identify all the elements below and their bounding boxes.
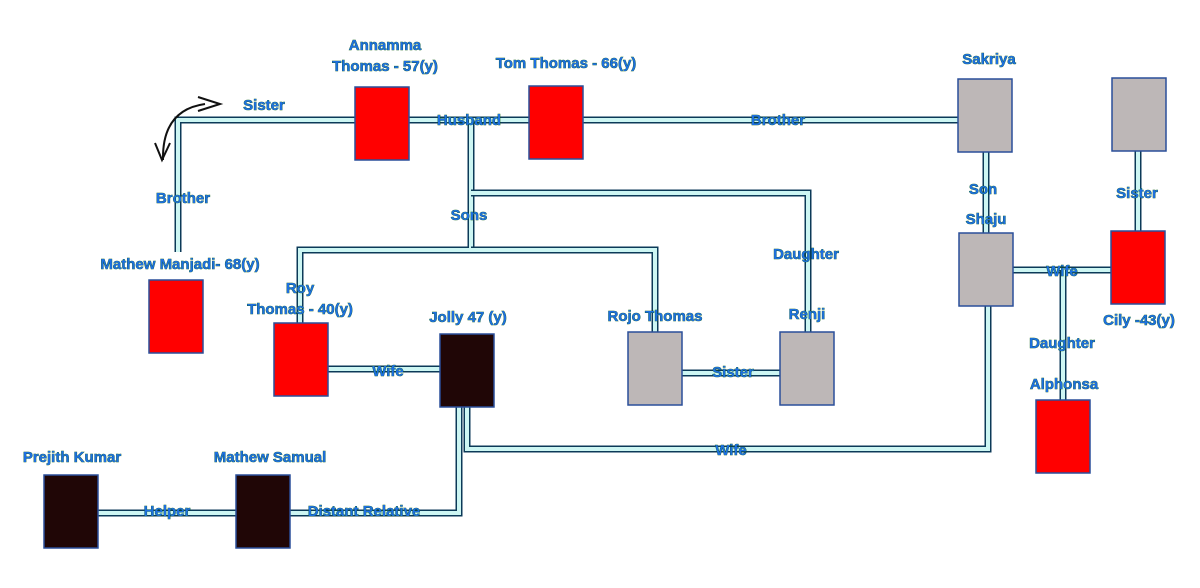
relation-son-shaju: Son — [969, 181, 997, 198]
arrowhead-right-icon — [197, 96, 224, 112]
alphonsa-name: Alphonsa — [1030, 376, 1099, 393]
connector-lines — [98, 116, 1142, 517]
roy-name-line1: Roy — [286, 280, 315, 297]
alphonsa-box — [1035, 399, 1091, 474]
diagram-labels: Annamma Thomas - 57(y) Tom Thomas - 66(y… — [23, 37, 1176, 521]
annamma-box — [354, 86, 410, 161]
cily-box — [1110, 230, 1166, 305]
relation-daughter-renji: Daughter — [773, 246, 839, 263]
relation-wife-shaju-cily: Wife — [1046, 263, 1078, 280]
roy-box — [273, 322, 329, 397]
relation-sister-right: Sister — [1116, 185, 1158, 202]
relation-wife-jolly-shaju: Wife — [715, 442, 747, 459]
sister-brother-link — [174, 116, 355, 252]
mathew-samual-name: Mathew Samual — [214, 449, 327, 466]
relation-sister-rojo-renji: Sister — [712, 364, 754, 381]
rojo-name: Rojo Thomas — [607, 308, 702, 325]
distant-relative-link — [290, 407, 463, 517]
renji-box — [779, 331, 835, 406]
wife-jolly-shaju-link — [463, 306, 992, 453]
shaju-name: Shaju — [966, 211, 1007, 228]
relation-brother-top: Brother — [751, 112, 805, 129]
relation-brother-left: Brother — [156, 190, 210, 207]
mathew-manjadi-name: Mathew Manjadi- 68(y) — [100, 256, 259, 273]
relation-husband: Husband — [437, 112, 501, 129]
sakriya-box — [957, 78, 1013, 153]
bidirectional-arrow-icon — [154, 96, 224, 163]
prejith-name: Prejith Kumar — [23, 449, 122, 466]
relation-distant-relative: Distant Relative — [308, 503, 421, 520]
jolly-box — [439, 333, 495, 408]
daughter-link — [471, 189, 812, 332]
renji-name: Renji — [789, 306, 826, 323]
roy-name-line2: Thomas - 40(y) — [247, 301, 353, 318]
cily-name: Cily -43(y) — [1103, 312, 1175, 329]
sons-to-rojo-link — [471, 246, 659, 332]
annamma-name-line2: Thomas - 57(y) — [332, 58, 438, 75]
sons-link — [296, 120, 475, 323]
person-boxes — [43, 77, 1167, 549]
relation-sons: Sons — [451, 207, 488, 224]
tom-name: Tom Thomas - 66(y) — [496, 55, 637, 72]
sakriya-name: Sakriya — [962, 51, 1016, 68]
annamma-name-line1: Annamma — [349, 37, 422, 54]
relation-daughter-alphonsa: Daughter — [1029, 335, 1095, 352]
relation-wife-roy-jolly: Wife — [372, 363, 404, 380]
rojo-box — [627, 331, 683, 406]
jolly-name: Jolly 47 (y) — [429, 309, 507, 326]
tom-box — [528, 85, 584, 160]
relation-sister: Sister — [243, 97, 285, 114]
mathew-samual-box — [235, 474, 291, 549]
arrowhead-down-icon — [154, 142, 171, 163]
mathew-manjadi-box — [148, 279, 204, 354]
relation-helper: Helper — [144, 503, 191, 520]
sister-box-box — [1111, 77, 1167, 152]
shaju-box — [958, 232, 1014, 307]
prejith-box — [43, 474, 99, 549]
